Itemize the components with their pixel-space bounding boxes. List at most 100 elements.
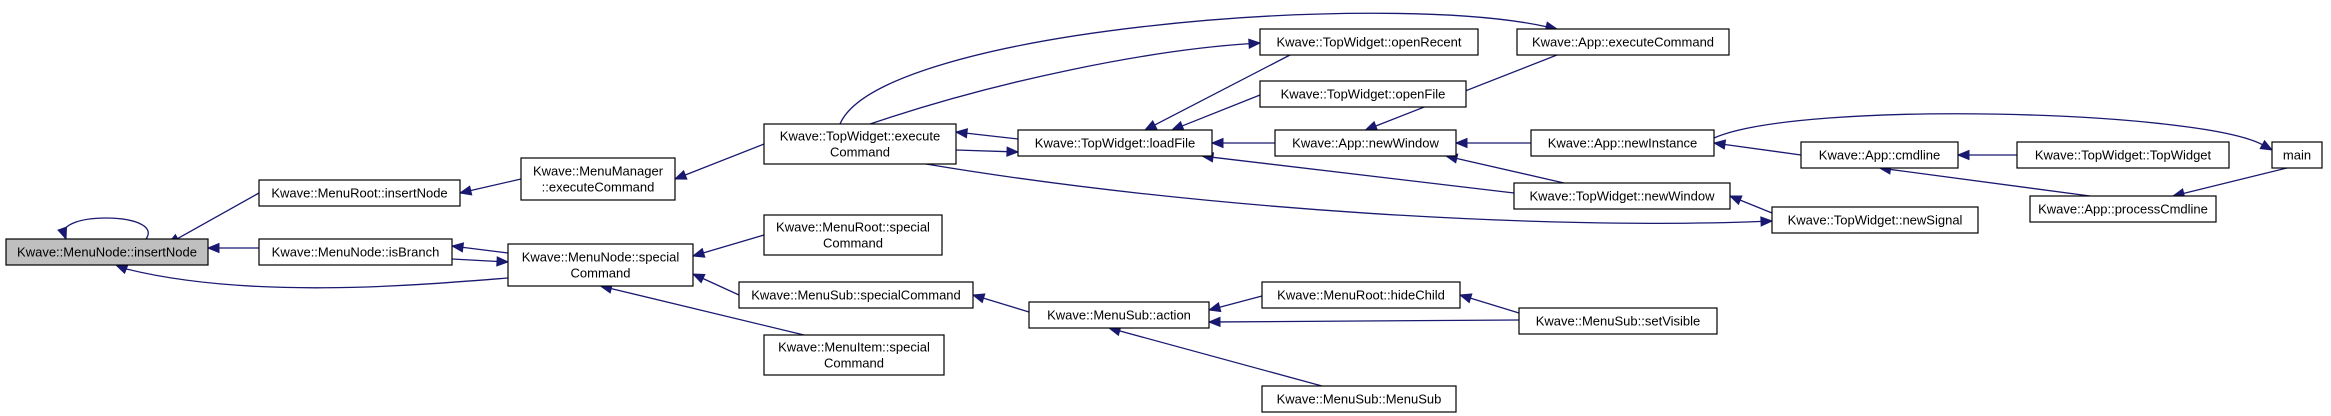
node-label: Command: [830, 145, 890, 160]
edge-arrowhead: [691, 273, 706, 284]
node-box: [1259, 80, 1467, 108]
edge-line: [701, 277, 740, 296]
call-edge-loadFile-to-appNewWindow: [1210, 137, 1275, 149]
node-label: Kwave::MenuSub::action: [1047, 308, 1191, 323]
edge-line: [2182, 167, 2288, 195]
graph-node-appExecute[interactable]: Kwave::App::executeCommand: [1516, 28, 1730, 56]
graph-node-subSpecial[interactable]: Kwave::MenuSub::specialCommand: [738, 281, 974, 309]
edge-arrowhead: [1006, 146, 1020, 157]
edge-line: [1469, 297, 1520, 314]
edge-line: [1218, 319, 1520, 323]
graph-node-main[interactable]: main: [2271, 141, 2323, 169]
edge-arrowhead: [1207, 301, 1222, 313]
edge-arrowhead: [206, 242, 220, 254]
graph-node-twExecute[interactable]: Kwave::TopWidget::executeCommand: [763, 123, 957, 165]
graph-node-isBranch[interactable]: Kwave::MenuNode::isBranch: [258, 238, 453, 266]
edge-line: [869, 42, 1251, 125]
edge-line: [1181, 94, 1261, 127]
graph-node-subCtor[interactable]: Kwave::MenuSub::MenuSub: [1261, 385, 1457, 413]
edge-arrowhead: [1207, 316, 1221, 328]
node-label: Kwave::TopWidget::newSignal: [1788, 213, 1963, 228]
node-box: [2029, 195, 2217, 223]
node-label: Kwave::MenuNode::isBranch: [272, 245, 440, 260]
node-box: [1259, 28, 1479, 56]
graph-node-loadFile[interactable]: Kwave::TopWidget::loadFile: [1017, 129, 1213, 157]
edge-arrowhead: [1760, 216, 1774, 227]
node-box: [1028, 301, 1210, 329]
node-box: [763, 123, 957, 165]
graph-node-setVisible[interactable]: Kwave::MenuSub::setVisible: [1518, 307, 1718, 335]
call-edge-cmdline-to-processCmdline: [1878, 164, 2091, 197]
call-edge-insertNode-to-nodeSpecial: [114, 264, 509, 289]
graph-node-twNewWindow[interactable]: Kwave::TopWidget::newWindow: [1513, 182, 1731, 210]
node-box: [1518, 307, 1718, 335]
graph-node-rootSpecial[interactable]: Kwave::MenuRoot::specialCommand: [763, 214, 943, 256]
node-label: Kwave::App::executeCommand: [1532, 35, 1714, 50]
graph-node-appNewWindow[interactable]: Kwave::App::newWindow: [1274, 129, 1457, 157]
edge-line: [1739, 199, 1773, 214]
call-edge-rootInsertNode-to-mmExecute: [458, 178, 522, 196]
graph-node-twCtor[interactable]: Kwave::TopWidget::TopWidget: [2016, 141, 2230, 169]
call-edge-processCmdline-to-main: [2171, 167, 2288, 199]
node-label: Kwave::MenuRoot::special: [776, 220, 930, 235]
node-label: Kwave::MenuRoot::hideChild: [1277, 288, 1445, 303]
edge-line: [925, 163, 1763, 224]
node-label: Kwave::MenuRoot::insertNode: [271, 186, 447, 201]
graph-node-cmdline[interactable]: Kwave::App::cmdline: [1800, 141, 1959, 169]
node-label: Kwave::MenuManager: [533, 164, 664, 179]
call-edge-nodeSpecial-to-isBranch: [451, 256, 510, 267]
node-label: Kwave::MenuItem::special: [778, 340, 930, 355]
node-box: [1516, 28, 1730, 56]
node-label: main: [2283, 148, 2311, 163]
edge-line: [955, 149, 1009, 153]
node-box: [1274, 129, 1457, 157]
graph-node-hideChild[interactable]: Kwave::MenuRoot::hideChild: [1261, 281, 1461, 309]
node-label: Kwave::MenuSub::specialCommand: [751, 288, 961, 303]
node-box: [738, 281, 974, 309]
node-label: Kwave::App::newInstance: [1548, 136, 1698, 151]
edge-arrowhead: [691, 247, 706, 258]
edge-line: [451, 258, 499, 263]
graph-node-twNewSignal[interactable]: Kwave::TopWidget::newSignal: [1771, 206, 1979, 234]
node-label: Kwave::TopWidget::openFile: [1281, 87, 1446, 102]
node-layer: Kwave::MenuNode::insertNodeKwave::MenuRo…: [5, 28, 2323, 413]
edge-arrowhead: [1364, 120, 1379, 131]
node-label: Kwave::MenuSub::setVisible: [1536, 314, 1701, 329]
node-label: Kwave::TopWidget::newWindow: [1530, 189, 1716, 204]
node-label: Command: [823, 236, 883, 251]
graph-node-rootInsertNode[interactable]: Kwave::MenuRoot::insertNode: [258, 179, 461, 207]
graph-node-processCmdline[interactable]: Kwave::App::processCmdline: [2029, 195, 2217, 223]
call-edge-insertNode-to-isBranch: [206, 242, 259, 254]
edge-line: [839, 12, 1548, 125]
node-label: Kwave::App::newWindow: [1292, 136, 1439, 151]
edge-line: [1118, 329, 1323, 387]
edge-line: [461, 246, 509, 254]
node-label: Kwave::App::cmdline: [1819, 148, 1940, 163]
graph-node-mmExecute[interactable]: Kwave::MenuManager::executeCommand: [520, 157, 676, 201]
call-edge-insertNode-to-insertNode: [57, 217, 149, 241]
edge-line: [125, 268, 509, 289]
call-edge-nodeSpecial-to-rootSpecial: [691, 234, 765, 258]
edge-line: [1889, 168, 2091, 197]
edge-arrowhead: [673, 169, 688, 180]
edge-line: [1218, 295, 1263, 309]
graph-node-subAction[interactable]: Kwave::MenuSub::action: [1028, 301, 1210, 329]
graph-node-nodeSpecial[interactable]: Kwave::MenuNode::specialCommand: [507, 243, 694, 287]
edge-arrowhead: [450, 242, 465, 253]
node-box: [5, 238, 209, 266]
graph-node-appNewInstance[interactable]: Kwave::App::newInstance: [1530, 129, 1715, 157]
edge-arrowhead: [1712, 139, 1727, 150]
graph-node-itemSpecial[interactable]: Kwave::MenuItem::specialCommand: [763, 334, 945, 376]
edge-arrowhead: [57, 226, 68, 241]
call-edge-loadFile-to-twNewWindow: [1200, 152, 1515, 194]
edge-arrowhead: [1248, 38, 1262, 49]
edge-line: [1713, 113, 2264, 146]
edge-line: [982, 297, 1030, 313]
edge-arrowhead: [971, 293, 986, 304]
edge-arrowhead: [1458, 293, 1473, 304]
call-edge-subAction-to-setVisible: [1207, 316, 1520, 328]
graph-node-openFile[interactable]: Kwave::TopWidget::openFile: [1259, 80, 1467, 108]
graph-node-openRecent[interactable]: Kwave::TopWidget::openRecent: [1259, 28, 1479, 56]
node-label: Kwave::TopWidget::execute: [780, 129, 940, 144]
edge-arrowhead: [954, 128, 969, 139]
